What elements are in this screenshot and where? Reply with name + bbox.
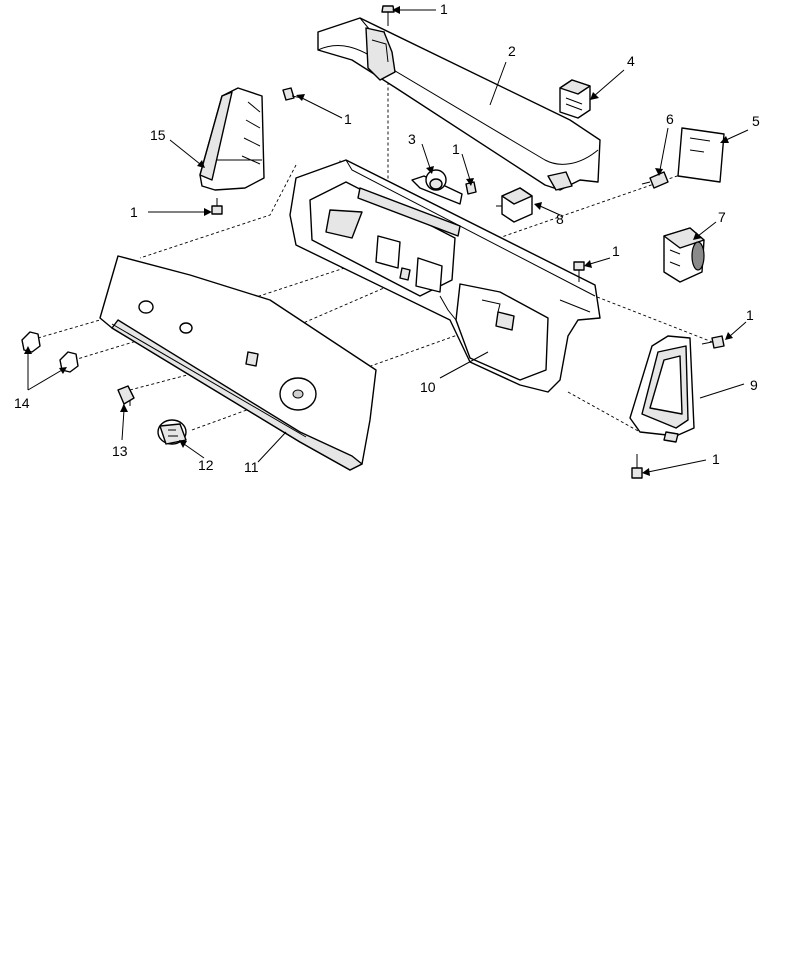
callout-1-frame: 1 [612,243,620,259]
part-15-left-end-cap [199,87,265,191]
callout-3: 3 [408,131,416,147]
leader-lines [24,6,749,476]
callout-6: 6 [666,111,674,127]
callout-15: 15 [150,127,166,143]
callout-1-left-bottom: 1 [130,204,138,220]
callout-11: 11 [244,459,259,475]
callout-5: 5 [752,113,760,129]
callout-4: 4 [627,53,635,69]
callout-1-left-cap: 1 [344,111,352,127]
callout-7: 7 [718,209,726,225]
callout-1-actuator: 1 [452,141,460,157]
callout-10: 10 [420,379,436,395]
part-6-connector [641,171,669,189]
callout-1-top: 1 [440,1,448,17]
part-8-switch [496,187,533,223]
callout-2: 2 [508,43,516,59]
part-14-knobs [21,331,79,373]
callout-1-bottom-right: 1 [712,451,720,467]
callout-9: 9 [750,377,758,393]
callout-14: 14 [14,395,30,411]
part-11-control-panel [99,255,377,471]
part-9-right-end-cap [629,335,695,443]
part-7-timer [663,227,705,283]
part-2-console-cover [317,17,601,191]
part-4-module [559,79,591,119]
callout-labels: 1 2 4 5 6 3 1 1 15 1 8 7 1 1 9 10 14 13 … [14,1,760,475]
part-10-console-frame [289,159,601,393]
part-12-selector-switch [157,419,187,445]
part-5-circuit-board [677,127,725,183]
part-3-actuator [411,169,463,205]
part-1-screws [211,5,725,479]
callout-8: 8 [556,211,564,227]
callout-1-right-cap: 1 [746,307,754,323]
callout-12: 12 [198,457,214,473]
callout-13: 13 [112,443,128,459]
